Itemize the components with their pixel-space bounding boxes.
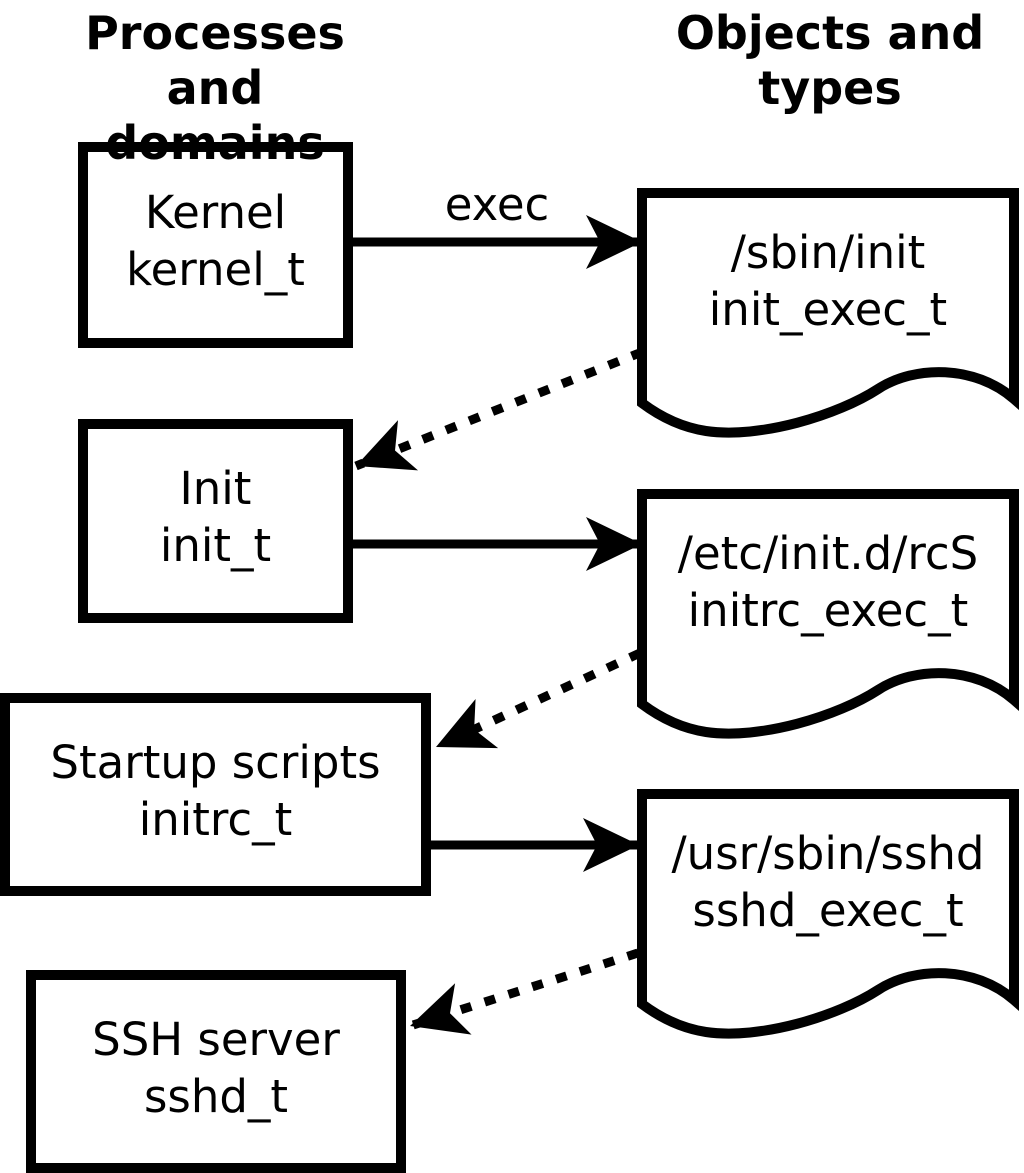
object-node-etc-initd-rcs: /etc/init.d/rcS initrc_exec_t [642, 494, 1014, 704]
process-domain-type: init_t [159, 519, 272, 572]
column-header-processes: Processes and domains [85, 6, 345, 170]
object-node-sbin-init: /sbin/init init_exec_t [642, 193, 1014, 403]
process-name: SSH server [92, 1012, 340, 1066]
document-shape-etc-initd-rcs [637, 489, 1019, 739]
process-name: Init [179, 462, 252, 515]
process-box-init [78, 419, 353, 623]
process-domain-type: sshd_t [143, 1069, 289, 1123]
process-node-startup-scripts: Startup scripts initrc_t [5, 698, 426, 891]
object-file-type: sshd_exec_t [692, 884, 964, 937]
process-box-kernel [78, 142, 353, 348]
process-domain-type: initrc_t [138, 792, 293, 846]
process-node-kernel: Kernel kernel_t [83, 147, 348, 343]
process-domain-type: kernel_t [126, 243, 305, 296]
document-shape-usr-sbin-sshd [637, 789, 1019, 1039]
document-shape-sbin-init [637, 188, 1019, 438]
process-node-init: Init init_t [83, 424, 348, 618]
dotted-arrow-sshd-to-ssh-server [408, 948, 640, 1035]
object-node-usr-sbin-sshd: /usr/sbin/sshd sshd_exec_t [642, 794, 1014, 1004]
column-header-objects: Objects and types [675, 6, 985, 115]
object-path: /usr/sbin/sshd [671, 827, 985, 880]
object-path: /sbin/init [730, 226, 926, 279]
edge-label-exec: exec [444, 178, 550, 231]
process-name: Startup scripts [50, 735, 381, 789]
dotted-arrow-sbin-init-to-init [354, 347, 644, 471]
dotted-arrow-rcs-to-startup [434, 648, 642, 752]
object-file-type: initrc_exec_t [687, 584, 969, 637]
object-file-type: init_exec_t [708, 283, 948, 336]
object-path: /etc/init.d/rcS [677, 527, 979, 580]
process-node-ssh-server: SSH server sshd_t [31, 975, 401, 1168]
process-box-startup-scripts [0, 693, 431, 896]
process-name: Kernel [144, 186, 287, 239]
process-box-ssh-server [26, 970, 406, 1173]
